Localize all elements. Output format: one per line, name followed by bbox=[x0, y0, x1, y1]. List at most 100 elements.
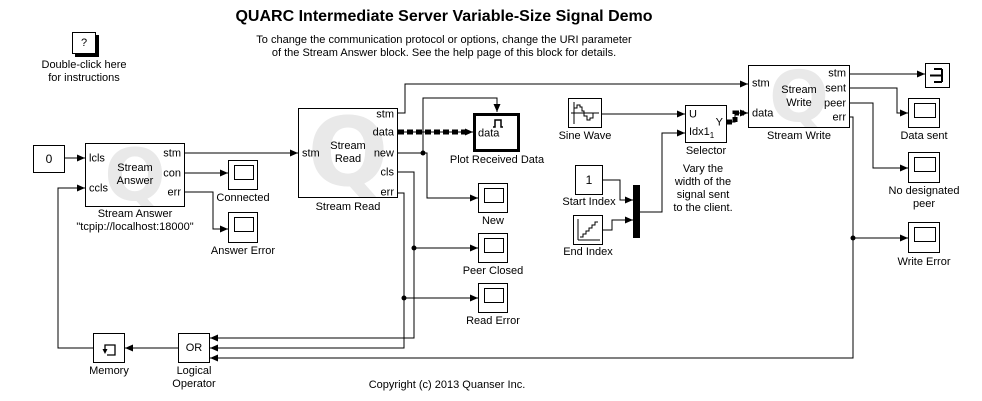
write-error-scope-block[interactable] bbox=[908, 222, 940, 253]
start-index-value: 1 bbox=[585, 173, 593, 187]
idx1-text: Idx1 bbox=[689, 125, 710, 138]
scope-screen bbox=[484, 238, 504, 253]
annotation-line2: width of the bbox=[674, 176, 732, 188]
help-caption-line1: Double-click here bbox=[41, 59, 127, 71]
port-label-stm-out: stm bbox=[376, 108, 394, 121]
peer-closed-scope-label: Peer Closed bbox=[462, 265, 524, 277]
port-label-err-out: err bbox=[380, 186, 394, 199]
quarc-q-watermark: Q bbox=[104, 144, 166, 206]
port-label-stm-in: stm bbox=[752, 77, 770, 90]
constant-zero-value: 0 bbox=[45, 152, 53, 166]
answer-error-scope-label: Answer Error bbox=[210, 245, 276, 257]
memory-label: Memory bbox=[89, 365, 129, 377]
port-label-con-out: con bbox=[163, 167, 181, 180]
data-sent-scope-block[interactable] bbox=[908, 98, 940, 128]
read-error-scope-block[interactable] bbox=[478, 283, 508, 313]
port-label-cls-out: cls bbox=[380, 166, 394, 179]
scope-screen bbox=[234, 165, 254, 180]
port-label-stm-out: stm bbox=[828, 67, 846, 80]
port-label-sent-out: sent bbox=[825, 82, 846, 95]
port-label-stm-out: stm bbox=[163, 147, 181, 160]
wire-trigger bbox=[422, 97, 501, 153]
scope-screen bbox=[484, 188, 504, 203]
idx1-subscript: 1 bbox=[709, 131, 715, 141]
end-index-block[interactable] bbox=[573, 215, 603, 245]
no-designated-peer-line2: peer bbox=[912, 198, 936, 210]
port-label-peer-out: peer bbox=[823, 97, 846, 110]
staircase-ramp-icon bbox=[577, 219, 600, 241]
read-error-scope-label: Read Error bbox=[466, 315, 520, 327]
stream-answer-label: Stream Answer "tcpip://localhost:18000" bbox=[35, 208, 235, 234]
annotation-line4: to the client. bbox=[673, 202, 733, 214]
stream-read-label: Stream Read bbox=[315, 201, 381, 213]
scope-screen bbox=[484, 288, 504, 303]
stream-answer-name: Stream Answer bbox=[97, 208, 173, 220]
help-block[interactable]: ? bbox=[72, 32, 96, 54]
or-operator-text: OR bbox=[185, 342, 203, 354]
scope-screen bbox=[914, 103, 936, 118]
scope-screen bbox=[234, 217, 254, 232]
port-label-err-out: err bbox=[167, 186, 181, 199]
stream-read-text2: Read bbox=[334, 153, 362, 165]
stream-write-label: Stream Write bbox=[767, 130, 831, 142]
stream-read-text1: Stream bbox=[330, 140, 366, 152]
sine-wave-block[interactable] bbox=[568, 98, 602, 128]
port-label-lcls: lcls bbox=[89, 152, 105, 165]
quarc-q-watermark: Q bbox=[769, 66, 829, 127]
help-caption-line2: for instructions bbox=[48, 72, 120, 84]
data-sent-scope-label: Data sent bbox=[900, 130, 948, 142]
peer-closed-scope-block[interactable] bbox=[478, 233, 508, 263]
start-index-label: Start Index bbox=[562, 196, 616, 208]
no-designated-peer-scope-block[interactable] bbox=[908, 152, 940, 183]
connected-scope-block[interactable] bbox=[228, 160, 258, 190]
selector-block[interactable]: U Idx11 Y bbox=[685, 105, 727, 143]
new-scope-block[interactable] bbox=[478, 183, 508, 213]
stream-write-block[interactable]: Q Stream Write stm data stm sent peer er… bbox=[748, 65, 850, 128]
memory-block[interactable] bbox=[93, 333, 125, 363]
stream-answer-text2: Answer bbox=[116, 175, 154, 187]
port-label-data-out: data bbox=[372, 126, 394, 139]
subtitle-line1: To change the communication protocol or … bbox=[256, 34, 632, 46]
port-label-data-in: data bbox=[752, 107, 774, 120]
port-label-data-in: data bbox=[478, 127, 500, 140]
selector-label: Selector bbox=[685, 145, 727, 157]
port-label-y-out: Y bbox=[715, 116, 723, 129]
subtitle-annotation: To change the communication protocol or … bbox=[144, 34, 744, 60]
stream-answer-block[interactable]: Q Stream Answer lcls ccls stm con err bbox=[85, 143, 185, 207]
port-label-u-in: U bbox=[689, 108, 697, 121]
sine-wave-icon bbox=[571, 102, 599, 124]
stream-write-text1: Stream bbox=[781, 83, 817, 96]
logical-operator-line2: Operator bbox=[172, 378, 216, 390]
mux-block[interactable] bbox=[633, 185, 640, 238]
logical-operator-label: Logical Operator bbox=[154, 365, 234, 391]
question-mark-icon: ? bbox=[80, 37, 88, 49]
port-label-stm-in: stm bbox=[302, 147, 320, 160]
write-error-scope-label: Write Error bbox=[897, 256, 951, 268]
scope-screen bbox=[914, 157, 936, 172]
start-index-block[interactable]: 1 bbox=[575, 165, 603, 195]
quarc-q-watermark: Q bbox=[307, 109, 389, 197]
copyright-annotation: Copyright (c) 2013 Quanser Inc. bbox=[368, 379, 526, 391]
plot-received-data-label: Plot Received Data bbox=[449, 154, 545, 166]
subtitle-line2: of the Stream Answer block. See the help… bbox=[271, 47, 617, 59]
end-index-label: End Index bbox=[563, 246, 613, 258]
stream-answer-text1: Stream bbox=[117, 162, 153, 174]
terminator-block[interactable] bbox=[925, 63, 950, 88]
stream-read-block[interactable]: Q Stream Read stm stm data new cls err bbox=[298, 108, 398, 198]
pulse-icon bbox=[493, 119, 503, 128]
port-label-ccls: ccls bbox=[89, 182, 108, 195]
answer-error-scope-block[interactable] bbox=[228, 212, 258, 243]
port-label-new-out: new bbox=[373, 147, 394, 160]
page-title: QUARC Intermediate Server Variable-Size … bbox=[235, 8, 653, 25]
stream-write-text2: Write bbox=[786, 96, 812, 109]
logical-operator-block[interactable]: OR bbox=[178, 333, 210, 363]
no-designated-peer-scope-label: No designated peer bbox=[874, 185, 974, 211]
plot-received-data-block[interactable]: data bbox=[473, 113, 520, 152]
help-caption: Double-click here for instructions bbox=[24, 59, 144, 85]
sine-wave-label: Sine Wave bbox=[558, 130, 612, 142]
annotation-line1: Vary the bbox=[682, 163, 724, 175]
constant-zero-block[interactable]: 0 bbox=[33, 145, 65, 173]
logical-operator-line1: Logical bbox=[176, 365, 212, 377]
